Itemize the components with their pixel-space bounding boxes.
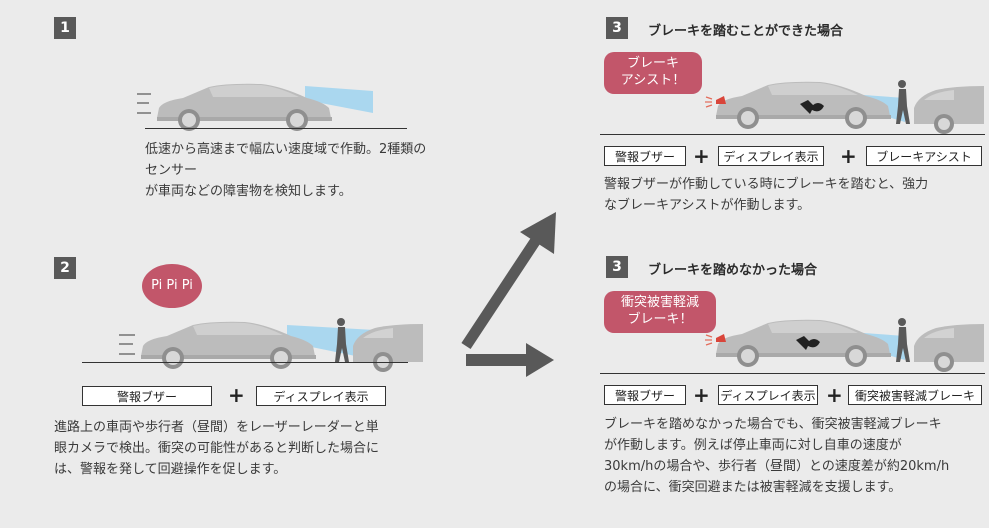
step1-scene [137, 83, 373, 131]
tag-warning-buzzer: 警報ブザー [604, 385, 686, 405]
step-3b-badge: 3 [606, 256, 628, 278]
brake-lines-icon [705, 96, 713, 108]
road-line [600, 134, 985, 135]
tag-display: ディスプレイ表示 [256, 386, 386, 406]
tag-brake-assist: ブレーキアシスト [866, 146, 982, 166]
step3b-description: ブレーキを踏めなかった場合でも、衝突被害軽減ブレーキ が作動します。例えば停止車… [604, 417, 950, 495]
plus-icon: + [693, 144, 710, 168]
brake-system-icon [796, 336, 820, 350]
speed-lines [119, 334, 135, 355]
brake-light [716, 96, 726, 104]
step2-scene [119, 318, 423, 372]
step3a-description: 警報ブザーが作動している時にブレーキを踏むと、強力 なブレーキアシストが作動しま… [604, 177, 929, 213]
collision-mitigation-brake-bubble: 衝突被害軽減 ブレーキ！ [604, 291, 716, 333]
front-car [914, 86, 984, 134]
step-3a-badge: 3 [606, 17, 628, 39]
tag-display: ディスプレイ表示 [718, 385, 818, 405]
step-1-badge: 1 [54, 17, 76, 39]
sensor-beam [305, 86, 373, 113]
plus-icon: + [826, 383, 843, 407]
step3a-scene [705, 80, 984, 134]
plus-icon: + [693, 383, 710, 407]
brake-light [716, 334, 726, 342]
arrow-right-icon [466, 343, 554, 377]
step3a-title: ブレーキを踏むことができた場合 [648, 24, 844, 39]
step3b-scene [705, 318, 984, 372]
tag-warning-buzzer: 警報ブザー [604, 146, 686, 166]
brake-lines-icon [705, 334, 713, 346]
road-line [600, 373, 985, 374]
tag-display: ディスプレイ表示 [718, 146, 824, 166]
step3b-title: ブレーキを踏めなかった場合 [648, 263, 818, 278]
speed-lines [137, 93, 151, 114]
pi-pi-pi-bubble: Pi Pi Pi [142, 264, 202, 308]
plus-icon: + [228, 383, 245, 407]
tag-collision-mitigation-brake: 衝突被害軽減ブレーキ [848, 385, 982, 405]
flow-arrows [461, 212, 556, 377]
foot-on-pedal-icon [800, 100, 824, 114]
front-car [914, 324, 984, 372]
brake-assist-bubble: ブレーキ アシスト！ [604, 52, 702, 94]
tag-warning-buzzer: 警報ブザー [82, 386, 212, 406]
arrow-up-right-icon [461, 212, 556, 350]
road-line [145, 128, 407, 129]
road-line [82, 362, 408, 363]
plus-icon: + [840, 144, 857, 168]
step1-description: 低速から高速まで幅広い速度域で作動。2種類のセンサー が車両などの障害物を検知し… [145, 142, 427, 199]
step2-description: 進路上の車両や歩行者（昼間）をレーザーレーダーと単 眼カメラで検出。衝突の可能性… [54, 420, 380, 477]
step-2-badge: 2 [54, 257, 76, 279]
